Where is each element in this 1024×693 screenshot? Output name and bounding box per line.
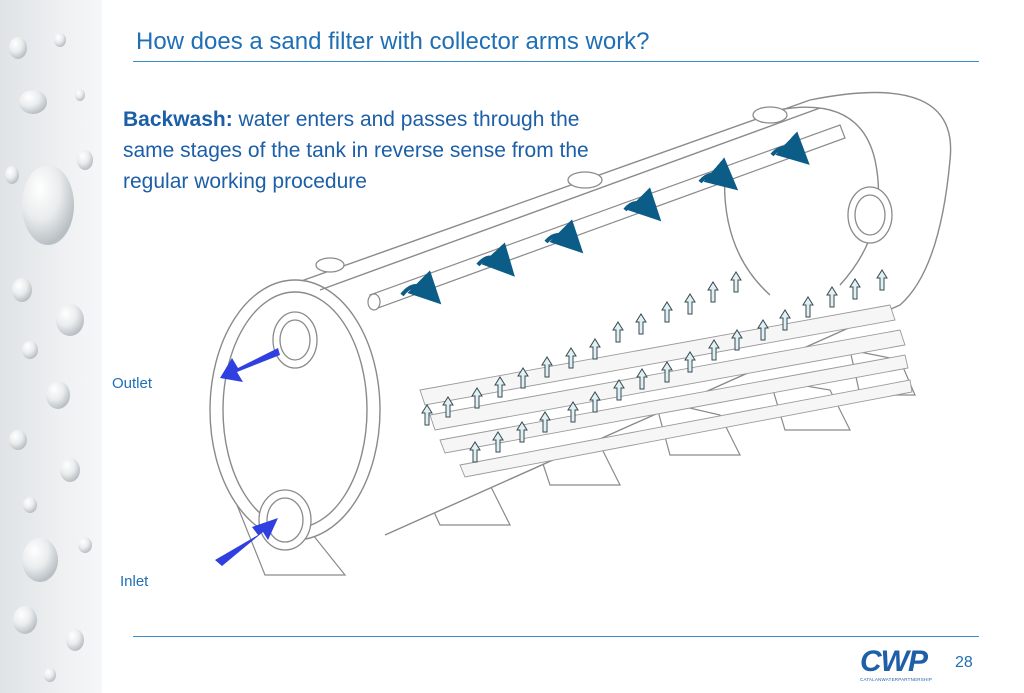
upward-flow-arrows xyxy=(421,269,888,463)
droplets-decoration xyxy=(5,33,93,682)
tank-ports xyxy=(258,106,893,551)
slide-title: How does a sand filter with collector ar… xyxy=(136,28,650,55)
sand-filter-diagram xyxy=(209,91,952,576)
footer-divider xyxy=(133,636,979,637)
inlet-arrow xyxy=(215,518,278,566)
inlet-label: Inlet xyxy=(120,573,149,590)
backwash-label: Backwash: xyxy=(123,108,233,131)
backwash-description: Backwash: water enters and passes throug… xyxy=(123,104,593,197)
outlet-label: Outlet xyxy=(112,375,153,392)
backwash-curved-arrows xyxy=(400,131,810,305)
cwp-logo: CWP xyxy=(860,645,928,678)
backwash-text: water enters and passes through the same… xyxy=(123,108,589,193)
water-droplets-background xyxy=(0,0,102,693)
cwp-logo-subtitle: CATALANWATERPARTNERSHIP xyxy=(860,677,933,682)
title-divider xyxy=(133,61,979,62)
page-number: 28 xyxy=(955,654,973,671)
outlet-arrow xyxy=(220,348,280,382)
